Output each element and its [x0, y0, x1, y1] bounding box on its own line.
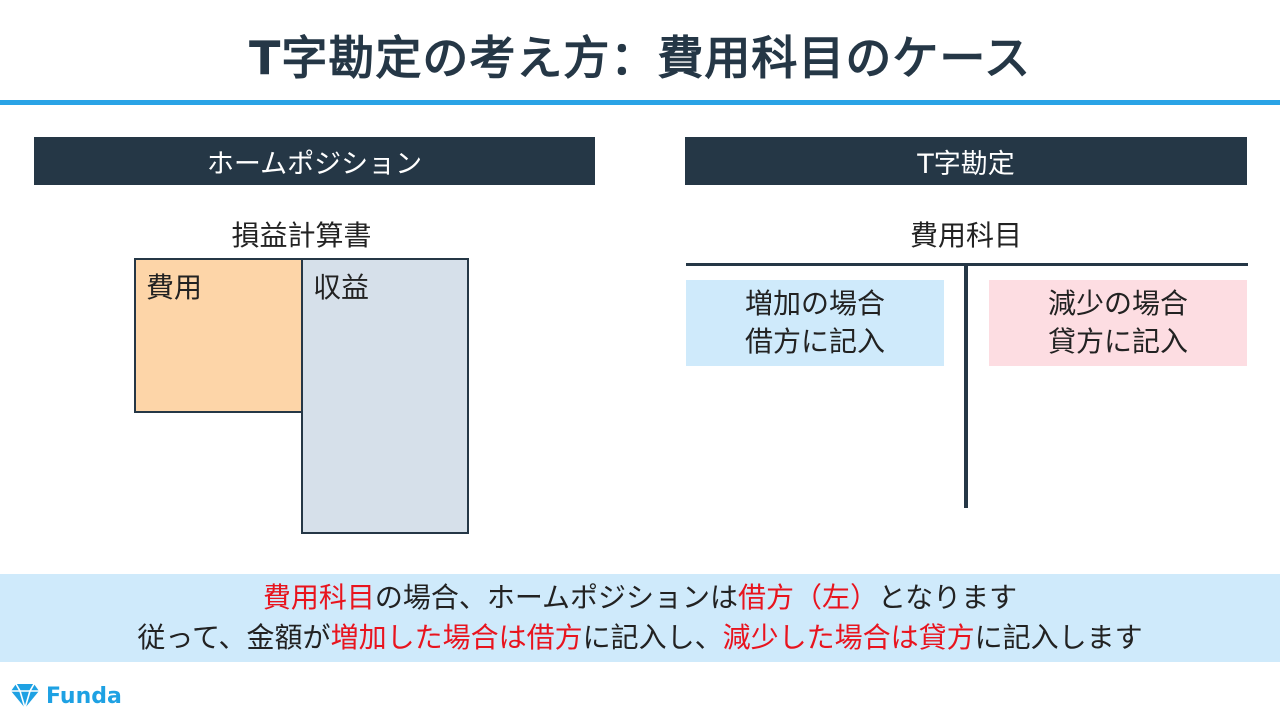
- summary-highlight: 借方（左）: [738, 581, 879, 614]
- summary-highlight: 費用科目: [262, 581, 375, 614]
- revenue-block: 収益: [301, 258, 469, 534]
- summary-band: 費用科目の場合、ホームポジションは借方（左）となります 従って、金額が増加した場…: [0, 574, 1280, 662]
- credit-note-line1: 減少の場合: [1047, 287, 1188, 320]
- funda-logo: Funda: [10, 681, 122, 711]
- summary-line-1: 費用科目の場合、ホームポジションは借方（左）となります: [263, 578, 1017, 618]
- summary-text: に記入します: [974, 621, 1143, 654]
- revenue-label: 収益: [313, 271, 370, 304]
- credit-note-line2: 貸方に記入: [1047, 325, 1188, 358]
- t-account-vertical-line: [964, 265, 968, 508]
- summary-highlight: 減少した場合は貸方: [722, 621, 975, 654]
- expense-block: 費用: [134, 258, 304, 413]
- debit-note-line2: 借方に記入: [744, 325, 885, 358]
- summary-text: の場合、ホームポジションは: [374, 581, 738, 614]
- t-account-horizontal-line: [686, 263, 1248, 266]
- home-position-header: ホームポジション: [34, 137, 595, 185]
- expense-label: 費用: [146, 271, 203, 304]
- summary-text: 従って、金額が: [137, 621, 331, 654]
- debit-note-line1: 増加の場合: [744, 287, 885, 320]
- debit-side-note: 増加の場合 借方に記入: [686, 280, 944, 366]
- summary-text: となります: [878, 581, 1018, 614]
- summary-text: に記入し、: [582, 621, 723, 654]
- credit-side-note: 減少の場合 貸方に記入: [989, 280, 1247, 366]
- summary-line-2: 従って、金額が増加した場合は借方に記入し、減少した場合は貸方に記入します: [137, 618, 1142, 658]
- logo-text: Funda: [46, 683, 122, 709]
- summary-highlight: 増加した場合は借方: [330, 621, 583, 654]
- page-title: T字勘定の考え方：費用科目のケース: [248, 31, 1032, 85]
- title-divider: [0, 100, 1280, 105]
- diamond-icon: [11, 683, 39, 709]
- account-name-caption: 費用科目: [909, 219, 1022, 252]
- income-statement-caption: 損益計算書: [231, 219, 372, 252]
- t-account-header: T字勘定: [685, 137, 1247, 185]
